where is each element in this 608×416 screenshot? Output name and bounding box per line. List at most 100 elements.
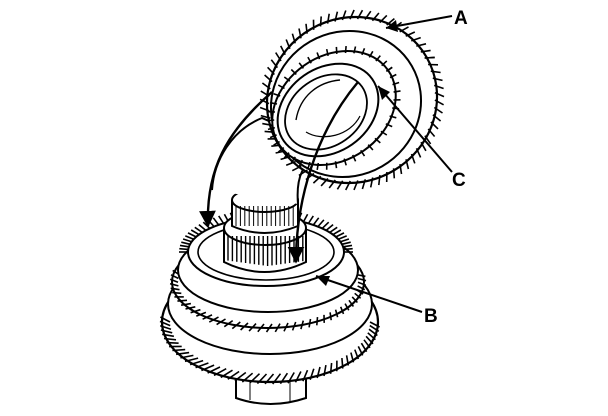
gear-tooth bbox=[316, 162, 320, 171]
gear-tooth bbox=[329, 362, 333, 374]
upper-gear-teeth bbox=[259, 9, 445, 191]
gear-tooth bbox=[261, 82, 271, 90]
gear-tooth bbox=[212, 217, 220, 226]
gear-tooth bbox=[316, 366, 321, 379]
gear-tooth bbox=[334, 11, 339, 22]
gear-tooth bbox=[332, 229, 342, 236]
gear-tooth bbox=[218, 215, 225, 224]
shaft-splines bbox=[235, 206, 294, 226]
gear-tooth bbox=[343, 247, 353, 251]
gear-tooth bbox=[260, 114, 271, 119]
callout-label-c: C bbox=[452, 170, 466, 191]
gear-tooth bbox=[180, 354, 194, 359]
gear-tooth bbox=[367, 144, 374, 151]
gear-tooth bbox=[265, 323, 273, 333]
gear-tooth bbox=[298, 62, 305, 69]
gear-tooth bbox=[160, 316, 171, 323]
gear-tooth bbox=[316, 317, 319, 326]
gear-tooth bbox=[184, 357, 199, 363]
gear-tooth bbox=[329, 312, 332, 321]
gear-tooth bbox=[357, 285, 366, 291]
gear-tooth bbox=[424, 135, 432, 145]
gear-tooth bbox=[319, 16, 322, 27]
gear-tooth bbox=[172, 348, 186, 352]
gear-tooth bbox=[160, 329, 173, 334]
callout-label-b: B bbox=[424, 306, 438, 327]
gear-tooth bbox=[360, 342, 368, 353]
gear-tooth bbox=[392, 81, 400, 86]
gear-tooth bbox=[344, 46, 347, 54]
gear-tooth bbox=[434, 99, 444, 106]
gear-tooth bbox=[231, 321, 241, 330]
middle-gear-teeth bbox=[169, 269, 367, 333]
gear-tooth bbox=[351, 296, 358, 304]
gear-tooth bbox=[353, 180, 359, 191]
gear-tooth bbox=[312, 175, 322, 184]
gear-tooth bbox=[283, 76, 291, 82]
gear-tooth bbox=[169, 282, 179, 287]
gear-tooth bbox=[432, 77, 443, 82]
gear-tooth bbox=[341, 358, 344, 369]
gear-tooth bbox=[257, 323, 265, 333]
gear-tooth bbox=[307, 161, 311, 170]
gear-tooth bbox=[375, 55, 381, 62]
gear-tooth bbox=[273, 140, 281, 146]
gear-tooth bbox=[159, 324, 172, 330]
gear-tooth bbox=[381, 60, 388, 67]
gear-tooth bbox=[275, 52, 282, 62]
gear-tooth bbox=[269, 134, 277, 139]
gear-tooth bbox=[360, 149, 366, 157]
gear-tooth bbox=[201, 364, 215, 372]
gear-tooth bbox=[279, 45, 286, 56]
gear-tooth bbox=[369, 321, 380, 328]
gear-tooth bbox=[392, 168, 396, 179]
gear-tooth bbox=[365, 335, 374, 345]
gear-tooth bbox=[351, 154, 357, 162]
gear-tooth bbox=[179, 244, 190, 248]
gear-tooth bbox=[357, 346, 364, 356]
gear-tooth bbox=[307, 56, 312, 64]
gear-tooth bbox=[273, 92, 281, 97]
gear-tooth bbox=[267, 126, 275, 131]
gear-tooth bbox=[216, 318, 226, 326]
lower-gear-assembly bbox=[159, 116, 380, 405]
gear-tooth bbox=[339, 306, 345, 315]
gear-tooth bbox=[434, 91, 445, 98]
gear-tooth bbox=[227, 370, 240, 380]
gear-tooth bbox=[181, 241, 191, 246]
bottom-gear-teeth bbox=[159, 316, 380, 385]
gear-tooth bbox=[274, 323, 281, 333]
gear-tooth bbox=[380, 130, 388, 136]
gear-tooth bbox=[184, 235, 195, 241]
gear-tooth bbox=[194, 226, 203, 234]
gear-tooth bbox=[287, 372, 295, 384]
gear-tooth bbox=[353, 46, 357, 54]
gear-tooth bbox=[291, 321, 297, 331]
gear-tooth bbox=[241, 372, 254, 383]
gear-tooth bbox=[234, 371, 247, 382]
gear-tooth bbox=[256, 373, 268, 385]
gear-tooth bbox=[335, 232, 345, 238]
gear-tooth bbox=[371, 12, 380, 22]
gear-tooth bbox=[367, 332, 376, 341]
gear-tooth bbox=[363, 339, 371, 349]
gear-tooth bbox=[270, 59, 279, 69]
gear-tooth bbox=[369, 324, 380, 332]
gear-tooth bbox=[348, 299, 355, 307]
gear-tooth bbox=[280, 155, 291, 161]
gear-tooth bbox=[323, 364, 327, 377]
gear-tooth bbox=[283, 322, 289, 332]
gear-tooth bbox=[285, 160, 296, 167]
gear-tooth bbox=[415, 147, 422, 158]
gear-tooth bbox=[430, 70, 441, 74]
gear-tooth bbox=[393, 90, 401, 93]
gear-tooth bbox=[344, 180, 352, 191]
gear-tooth bbox=[337, 235, 348, 241]
gear-tooth bbox=[427, 128, 436, 138]
gear-tooth bbox=[213, 367, 227, 377]
gear-tooth bbox=[344, 303, 350, 311]
gear-tooth bbox=[159, 320, 171, 327]
gear-tooth bbox=[317, 219, 325, 228]
gear-tooth bbox=[277, 84, 285, 90]
